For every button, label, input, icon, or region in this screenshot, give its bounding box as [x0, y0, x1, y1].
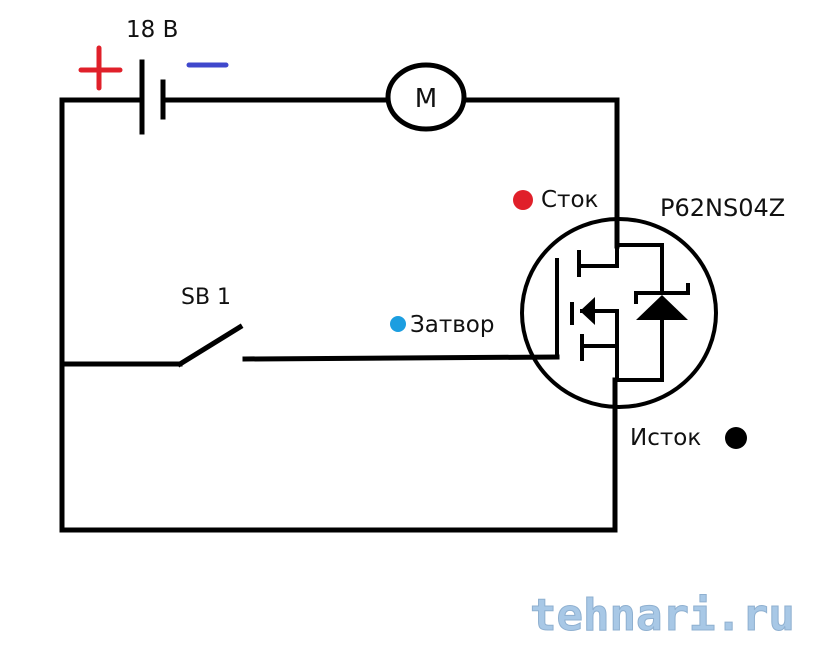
gate-marker-dot — [390, 316, 406, 332]
battery-voltage-label: 18 В — [126, 17, 178, 43]
drain-internal — [579, 243, 664, 292]
watermark-logo: tehnari.ru — [530, 590, 795, 641]
wire-switch-to-gate — [242, 354, 560, 362]
gate-plate — [520, 258, 559, 359]
mosfet — [520, 217, 718, 409]
switch-sb1: SB 1 — [176, 285, 244, 368]
battery: 18 В — [78, 17, 229, 135]
zener-diode-icon — [636, 295, 688, 320]
mosfet-body-circle — [520, 217, 718, 409]
motor-circle — [385, 62, 467, 132]
source-to-diode — [615, 311, 664, 382]
wires — [59, 97, 620, 533]
pin-labels: Сток P62NS04Z Затвор Исток — [390, 187, 785, 451]
source-marker-dot — [725, 427, 747, 449]
transistor-part-number: P62NS04Z — [660, 194, 785, 222]
wire-left-rail — [59, 97, 145, 533]
motor: M — [385, 62, 467, 132]
body-arrow-icon — [580, 297, 595, 325]
switch-contact-lever — [176, 323, 244, 368]
gate-label: Затвор — [410, 312, 494, 338]
plus-icon — [78, 45, 123, 91]
source-label: Исток — [630, 425, 701, 451]
drain-label: Сток — [541, 187, 599, 213]
switch-label: SB 1 — [181, 285, 231, 310]
zener-diode-cathode — [634, 283, 690, 304]
drain-marker-dot — [513, 190, 533, 210]
motor-label: M — [415, 84, 437, 114]
wire-motor-to-drain — [462, 97, 620, 249]
